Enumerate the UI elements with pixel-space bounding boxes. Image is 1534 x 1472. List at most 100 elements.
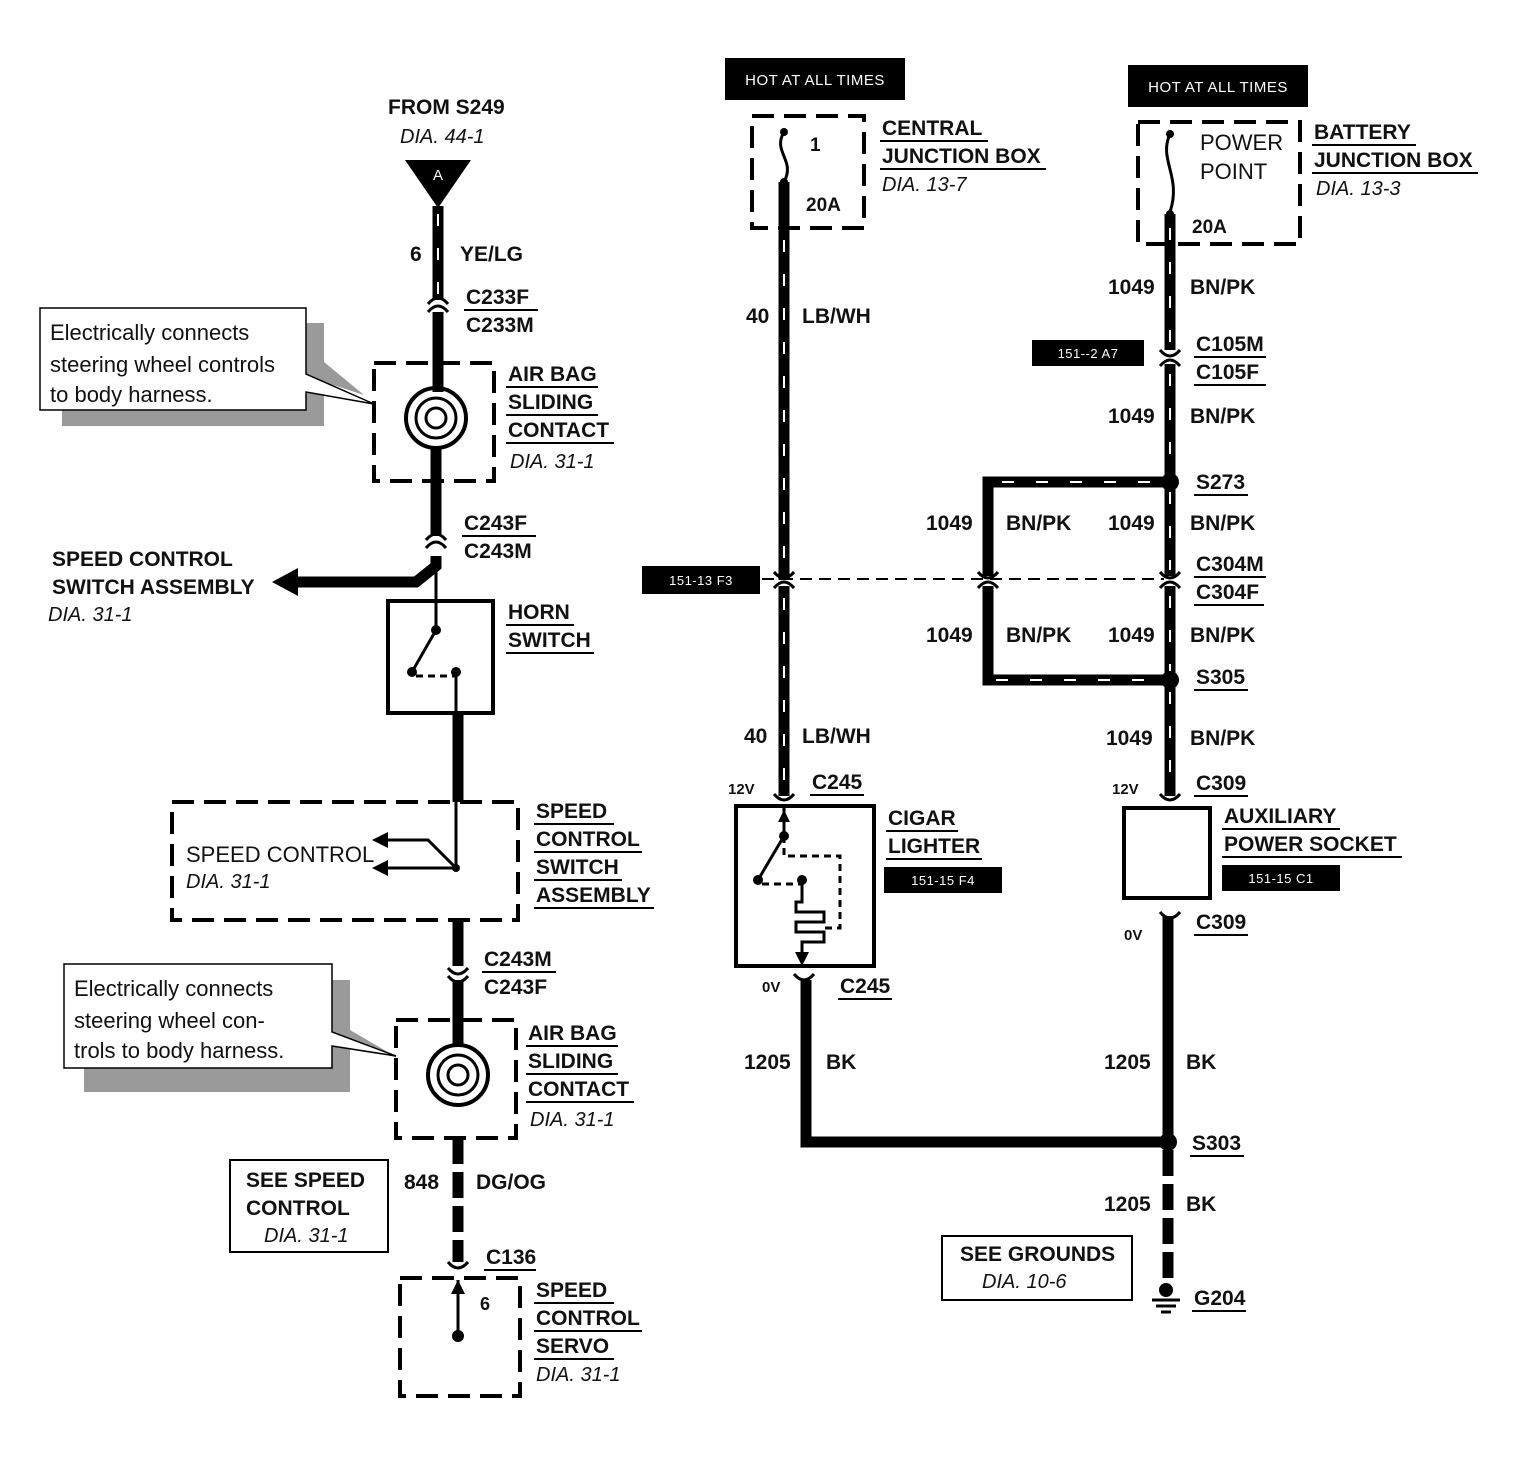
speed-control-servo-box [398, 1276, 522, 1398]
cigar-0v: 0V [762, 979, 780, 996]
see-sc-ref: DIA. 31-1 [264, 1225, 348, 1247]
wire-1205-aux-circuit: 1205 [1104, 1051, 1151, 1074]
wire-1049-seg5-circuit: 1049 [1106, 727, 1153, 750]
power-point-amp: 20A [1192, 217, 1227, 238]
c243m-label: C243M [464, 540, 532, 563]
hot-label-middle-bg [725, 58, 905, 100]
wire-40-bottom-color: LB/WH [802, 725, 871, 748]
wire-1049-seg2-circuit: 1049 [1108, 405, 1155, 428]
wire-1049-seg3-color: BN/PK [1190, 512, 1255, 535]
c105m-label: C105M [1196, 333, 1264, 356]
c309-bottom-label: C309 [1196, 911, 1246, 934]
wire-1049-seg1-circuit: 1049 [1108, 276, 1155, 299]
horn-switch-contact [410, 629, 438, 673]
airbag-2-line-2: SLIDING [528, 1050, 613, 1073]
aux-power-socket-box [1122, 806, 1212, 900]
sc-inner-ref: DIA. 31-1 [186, 871, 270, 893]
airbag-2-line-1: AIR BAG [528, 1022, 617, 1045]
wire-1049-seg5-color: BN/PK [1190, 727, 1255, 750]
wire-40-top-color: LB/WH [802, 305, 871, 328]
wire-1049-loop-b-color: BN/PK [1006, 624, 1071, 647]
wire-40-bottom-circuit: 40 [744, 725, 767, 748]
sc-switch-line-2: CONTROL [536, 828, 640, 851]
power-point-fuse-symbol [1165, 133, 1175, 213]
from-s249-ref: DIA. 44-1 [400, 126, 484, 148]
fuse-1-amp: 20A [806, 195, 841, 216]
splice-s303 [1159, 1133, 1177, 1151]
s305-label: S305 [1196, 666, 1245, 689]
wire-1205-cigar-ground [800, 980, 1166, 1148]
s303-label: S303 [1192, 1132, 1241, 1155]
loc-151-15-c1: 151-15 C1 [1248, 871, 1313, 886]
aux-line-1: AUXILIARY [1224, 805, 1336, 828]
see-sc-line-2: CONTROL [246, 1197, 350, 1220]
cigar-line-1: CIGAR [888, 807, 956, 830]
branch-arrow [272, 568, 298, 596]
c243f-label: C243F [464, 512, 527, 535]
speed-control-switch-box [170, 800, 520, 922]
c245-bottom-label: C245 [840, 975, 891, 998]
loc-151-2-a7-bg [1032, 340, 1144, 366]
callout-1-line-1: Electrically connects [50, 320, 249, 345]
g204-label: G204 [1194, 1287, 1246, 1310]
loc-151-15-f4-bg [884, 867, 1002, 893]
c304-connector-symbol [1158, 570, 1182, 580]
fuse-1-symbol [779, 131, 789, 183]
loc-151-13-f3: 151-13 F3 [669, 573, 733, 588]
airbag-2-line-3: CONTACT [528, 1078, 629, 1101]
wire-1049-loop-b-circuit: 1049 [926, 624, 973, 647]
airbag-1-line-3: CONTACT [508, 419, 609, 442]
c136-connector-symbol [446, 1260, 470, 1270]
wire-848-color: DG/OG [476, 1171, 546, 1194]
wire-1049-loop-l-circuit: 1049 [926, 512, 973, 535]
power-point-fuse-box [1136, 120, 1302, 246]
c304f-label: C304F [1196, 581, 1259, 604]
see-sc-line-1: SEE SPEED [246, 1169, 365, 1192]
wire-1205-ground-circuit: 1205 [1104, 1193, 1151, 1216]
cigar-switch-contact [756, 835, 786, 881]
c243-top-connector-symbol [424, 532, 448, 542]
wire-1049-loop-l-color: BN/PK [1006, 512, 1071, 535]
see-grounds-box [941, 1235, 1133, 1301]
airbag-contact-2-coil [426, 1043, 490, 1107]
c136-label: C136 [486, 1246, 536, 1269]
cigar-line-2: LIGHTER [888, 835, 980, 858]
wire-1205-aux-color: BK [1186, 1051, 1216, 1074]
sc-switch-line-4: ASSEMBLY [536, 884, 651, 907]
wire-1205-cigar-color: BK [826, 1051, 856, 1074]
airbag-1-line-1: AIR BAG [508, 363, 597, 386]
hot-label-right-bg [1128, 65, 1308, 107]
cjb-line-1: CENTRAL [882, 117, 982, 140]
s273-label: S273 [1196, 471, 1245, 494]
servo-pin: 6 [480, 1294, 490, 1314]
wire-848-circuit: 848 [404, 1171, 439, 1194]
cigar-12v: 12V [728, 781, 755, 798]
bjb-line-1: BATTERY [1314, 121, 1411, 144]
loc-151-13-f3-bg [642, 566, 760, 594]
branch-line-1: SPEED CONTROL [52, 548, 233, 571]
c245-top-label: C245 [812, 771, 863, 794]
airbag-1-line-2: SLIDING [508, 391, 593, 414]
airbag-1-ref: DIA. 31-1 [510, 451, 594, 473]
c243f-b-label: C243F [484, 976, 547, 999]
servo-line-2: CONTROL [536, 1307, 640, 1330]
fuse-1-box [750, 114, 866, 230]
c309-top-label: C309 [1196, 772, 1246, 795]
aux-12v: 12V [1112, 781, 1139, 798]
left-circuit: FROM S249 DIA. 44-1 A 6 YE/LG C233F C233… [39, 96, 654, 1398]
horn-switch-box [386, 599, 495, 715]
cjb-ref: DIA. 13-7 [882, 174, 967, 196]
hot-label-middle: HOT AT ALL TIMES [745, 72, 885, 89]
sc-switch-line-3: SWITCH [536, 856, 619, 879]
see-grounds-title: SEE GROUNDS [960, 1243, 1115, 1266]
wire-1049-seg4-color: BN/PK [1190, 624, 1255, 647]
power-point-line-2: POINT [1200, 159, 1267, 184]
callout-1-line-2: steering wheel controls [50, 352, 275, 377]
callout-2-line-2: steering wheel con- [74, 1008, 265, 1033]
see-speed-control-box [229, 1159, 389, 1253]
wire-6-circuit: 6 [410, 243, 422, 266]
wire-1049-seg1-color: BN/PK [1190, 276, 1255, 299]
see-grounds-ref: DIA. 10-6 [982, 1271, 1067, 1293]
horn-line-2: SWITCH [508, 629, 591, 652]
bjb-ref: DIA. 13-3 [1316, 178, 1400, 200]
